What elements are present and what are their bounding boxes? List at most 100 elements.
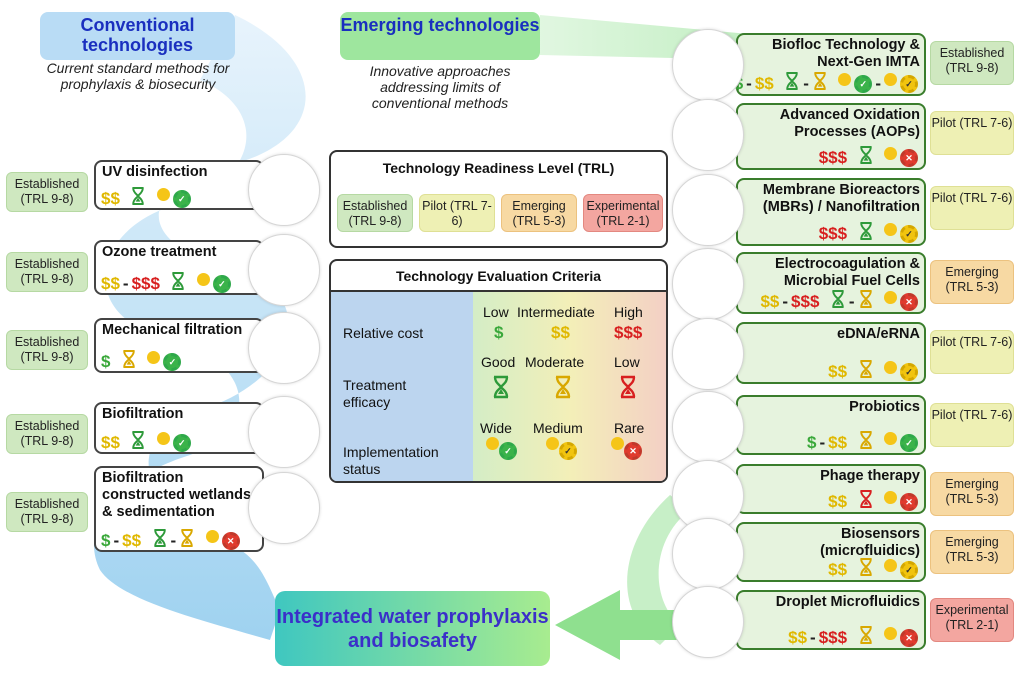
hourglass-good-icon	[858, 145, 874, 170]
emerging-item-ratings: $$ ✓	[828, 359, 918, 384]
emerging-header: Emerging technologies	[340, 12, 540, 60]
emerging-item-ratings: $$$ ✓	[819, 221, 918, 246]
cost-low-label: Low	[483, 304, 509, 320]
criteria-row-status-label: Implementation status	[343, 444, 439, 477]
emerging-item-title: Electrocoagulation & Microbial Fuel Cell…	[774, 256, 920, 289]
hourglass-low-icon	[618, 375, 638, 404]
gear-medium-icon: ✓	[900, 362, 918, 381]
result-box: Integrated water prophylaxis and biosafe…	[275, 591, 550, 666]
emerging-item-ratings: $-$$ - ✓-✓	[734, 71, 918, 96]
hourglass-moderate-icon	[858, 625, 874, 650]
lightbulb-icon	[884, 432, 897, 445]
hourglass-good-icon	[130, 186, 146, 211]
gear-medium-icon: ✓	[900, 224, 918, 243]
hourglass-low-icon	[858, 489, 874, 514]
wetland-icon	[248, 472, 320, 544]
conventional-trl-badge: Established (TRL 9-8)	[6, 414, 88, 454]
hourglass-moderate-icon	[179, 528, 195, 553]
emerging-trl-badge: Emerging (TRL 5-3)	[930, 530, 1014, 574]
conventional-item-ratings: $$ ✓	[101, 186, 191, 211]
membrane-bioreactor-icon	[672, 174, 744, 246]
status-wide-icon: ✓	[486, 437, 517, 460]
hourglass-moderate-icon	[812, 71, 828, 96]
hourglass-good-icon	[130, 430, 146, 455]
emerging-item-title: eDNA/eRNA	[837, 326, 920, 342]
emerging-item-card: eDNA/eRNA $$ ✓	[736, 322, 926, 384]
emerging-subtitle: Innovative approaches addressing limits …	[369, 63, 511, 111]
emerging-trl-badge: Pilot (TRL 7-6)	[930, 330, 1014, 374]
status-medium-label: Medium	[533, 420, 583, 436]
hourglass-good-icon	[858, 221, 874, 246]
conventional-trl-badge: Established (TRL 9-8)	[6, 172, 88, 212]
status-rare-label: Rare	[614, 420, 645, 436]
emerging-trl-badge: Emerging (TRL 5-3)	[930, 472, 1014, 516]
conventional-subtitle: Current standard methods for prophylaxis…	[46, 60, 230, 92]
gear-rare-icon: ✕	[900, 492, 918, 511]
conventional-item-title: Biofiltration	[102, 406, 184, 422]
emerging-item-card: Biofloc Technology & Next-Gen IMTA$-$$ -…	[734, 33, 926, 96]
emerging-item-card: Phage therapy$$ ✕	[736, 464, 926, 514]
emerging-item-ratings: $$ ✓	[828, 557, 918, 582]
fuel-cell-icon	[672, 248, 744, 320]
emerging-item-card: Membrane Bioreactors (MBRs) / Nanofiltra…	[736, 178, 926, 246]
gear-wide-icon: ✓	[900, 433, 918, 452]
right-arrow-into-result	[555, 590, 680, 660]
trl-legend-emerging: Emerging (TRL 5-3)	[501, 194, 577, 232]
hourglass-good-icon	[491, 375, 511, 404]
emerging-trl-badge: Established (TRL 9-8)	[930, 41, 1014, 85]
hourglass-good-icon	[170, 271, 186, 296]
emerging-side-flow	[627, 495, 690, 645]
hourglass-moderate-icon	[858, 289, 874, 314]
lightbulb-icon	[884, 291, 897, 304]
conventional-header: Conventional technologies	[40, 12, 235, 60]
emerging-item-title: Biofloc Technology & Next-Gen IMTA	[772, 37, 920, 70]
biosensor-chip-icon	[672, 518, 744, 590]
conventional-trl-badge: Established (TRL 9-8)	[6, 252, 88, 292]
emerging-trl-badge: Pilot (TRL 7-6)	[930, 403, 1014, 447]
trl-panel-title: Technology Readiness Level (TRL)	[382, 160, 615, 176]
emerging-trl-badge: Emerging (TRL 5-3)	[930, 260, 1014, 304]
trl-legend-experimental: Experimental (TRL 2-1)	[583, 194, 663, 232]
conventional-item-card: Biofiltration constructed wetlands & sed…	[94, 466, 264, 552]
emerging-item-ratings: $$ ✕	[828, 489, 918, 514]
conventional-trl-badge: Established (TRL 9-8)	[6, 492, 88, 532]
conventional-item-card: Biofiltration$$ ✓	[94, 402, 264, 454]
ros-lamp-icon	[672, 99, 744, 171]
cost-low-symbol: $	[494, 323, 504, 342]
lightbulb-icon	[147, 351, 161, 364]
efficacy-low-label: Low	[614, 354, 640, 370]
lightbulb-icon	[884, 491, 897, 504]
hourglass-moderate-icon	[858, 557, 874, 582]
emerging-item-ratings: $-$$ ✓	[807, 430, 918, 455]
hourglass-moderate-icon	[121, 349, 137, 374]
criteria-row-efficacy-label: Treatment efficacy	[343, 377, 407, 410]
cost-high-label: High	[614, 304, 643, 320]
gear-wide-icon: ✓	[172, 433, 191, 452]
gear-wide-icon: ✓	[212, 274, 231, 293]
cost-mid-symbol: $$	[551, 323, 570, 342]
emerging-trl-badge: Experimental (TRL 2-1)	[930, 598, 1014, 642]
ozone-generator-icon	[248, 234, 320, 306]
hourglass-moderate-icon	[858, 359, 874, 384]
dna-strand-icon	[672, 318, 744, 390]
trl-legend-pilot: Pilot (TRL 7-6)	[419, 194, 495, 232]
hourglass-moderate-icon	[858, 430, 874, 455]
conventional-item-card: UV disinfection$$ ✓	[94, 160, 264, 210]
emerging-item-card: Biosensors (microfluidics)$$ ✓	[736, 522, 926, 582]
status-medium-icon: ✓	[546, 437, 577, 460]
lightbulb-icon	[156, 188, 170, 201]
trl-legend-established: Established (TRL 9-8)	[337, 194, 413, 232]
lightbulb-icon	[838, 73, 852, 86]
emerging-item-title: Probiotics	[849, 399, 920, 415]
gear-rare-icon: ✕	[900, 292, 918, 311]
efficacy-moderate-label: Moderate	[525, 354, 585, 370]
conventional-item-ratings: $-$$ - ✕	[101, 528, 240, 553]
conventional-item-ratings: $$-$$$ ✓	[101, 271, 231, 296]
trl-panel: Technology Readiness Level (TRL) Establi…	[329, 150, 668, 248]
conventional-item-title: Mechanical filtration	[102, 322, 243, 338]
criteria-panel-title: Technology Evaluation Criteria	[395, 268, 602, 284]
conventional-item-card: Mechanical filtration$ ✓	[94, 318, 264, 373]
emerging-item-ratings: $$-$$$ ✕	[788, 625, 918, 650]
emerging-item-title: Biosensors (microfluidics)	[820, 526, 920, 559]
hourglass-good-icon	[830, 289, 846, 314]
